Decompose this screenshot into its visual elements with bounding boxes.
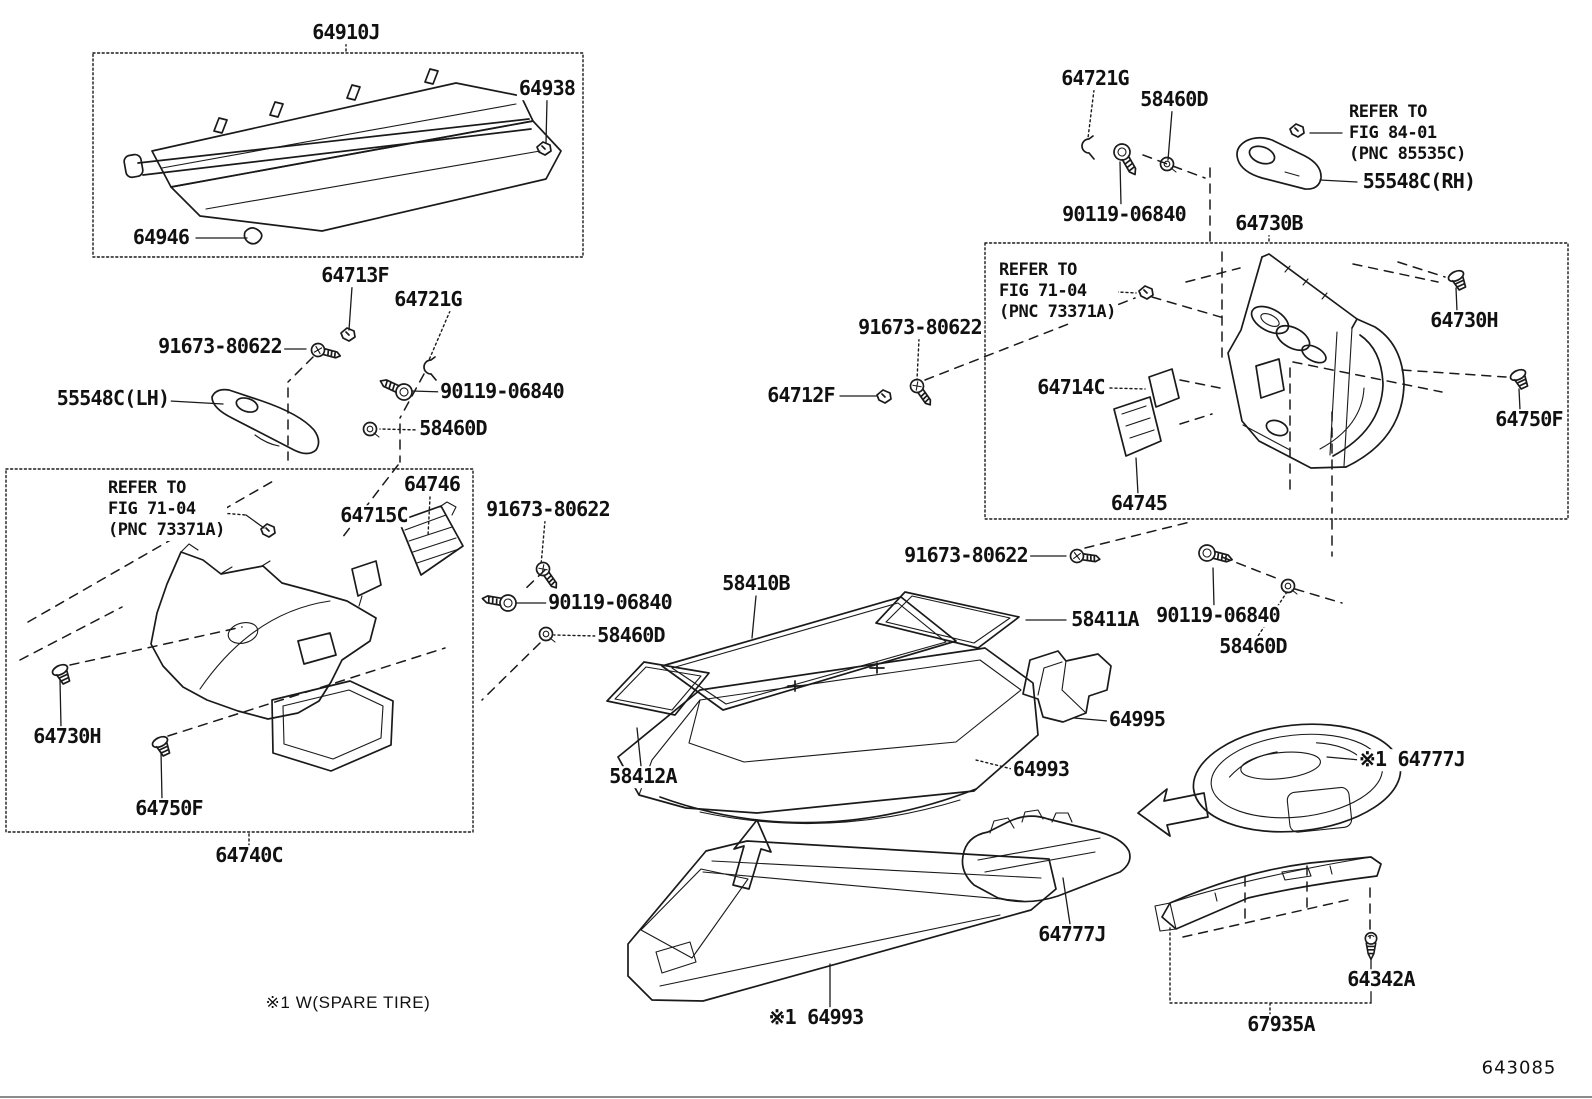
part-label-64740C: 64740C <box>213 843 285 868</box>
part-label-refer-fig84: REFER TO FIG 84-01 (PNC 85535C) <box>1347 102 1468 166</box>
part-label-64746: 64746 <box>401 472 463 497</box>
part-label-55548C-LH: 55548C(LH) <box>54 386 172 411</box>
box-package-tray-assembly <box>92 52 584 258</box>
direction-arrow-up-icon <box>732 819 772 890</box>
part-label-64721G-right: 64721G <box>1059 66 1131 91</box>
drawing-striker-cover-rh <box>1236 136 1322 190</box>
part-label-90119-06840-left-upper: 90119-06840 <box>438 379 566 404</box>
drawing-quarter-trim-lh <box>150 543 394 772</box>
part-label-64730H-right: 64730H <box>1428 308 1500 333</box>
part-label-58460D-center: 58460D <box>595 623 667 648</box>
drawing-deck-board-58412A <box>606 661 710 716</box>
part-label-58460D-top-right: 58460D <box>1138 87 1210 112</box>
leader-lines <box>59 99 1521 1008</box>
part-label-refer-fig71-left: REFER TO FIG 71-04 (PNC 73371A) <box>106 478 227 542</box>
drawing-plate-64714C <box>1148 368 1180 408</box>
part-label-64730B: 64730B <box>1233 211 1305 236</box>
part-label-64745: 64745 <box>1108 491 1170 516</box>
part-label-64730H-left: 64730H <box>31 724 103 749</box>
drawing-deck-tray-lower <box>627 840 1057 1002</box>
part-label-91673-80622-left-upper: 91673-80622 <box>156 334 284 359</box>
box-quarter-trim-rh-assembly <box>984 242 1569 520</box>
drawing-quarter-trim-rh <box>1227 253 1405 469</box>
clip-64946-icon <box>243 227 263 245</box>
part-label-91673-80622-bottom: 91673-80622 <box>902 543 1030 568</box>
drawing-striker-cover-lh <box>211 388 320 455</box>
part-label-64714C: 64714C <box>1035 375 1107 400</box>
part-label-58412A: 58412A <box>607 764 679 789</box>
part-label-91673-80622-right-box: 91673-80622 <box>856 315 984 340</box>
drawing-bracket-64995 <box>1022 650 1112 723</box>
part-label-spare-tire-note: ※1 W(SPARE TIRE) <box>263 992 433 1013</box>
part-label-64993-lower: ※1 64993 <box>766 1005 866 1030</box>
part-label-90119-06840-bottom: 90119-06840 <box>1154 603 1282 628</box>
part-label-64713F: 64713F <box>319 263 391 288</box>
drawing-plate-64745 <box>1113 396 1162 457</box>
part-label-64910J: 64910J <box>310 20 382 45</box>
part-label-64777J-spare: ※1 64777J <box>1357 747 1467 772</box>
part-label-64750F-left: 64750F <box>133 796 205 821</box>
part-label-58460D-left-upper: 58460D <box>417 416 489 441</box>
part-label-58410B: 58410B <box>720 571 792 596</box>
part-label-64721G-left: 64721G <box>392 287 464 312</box>
part-label-64995: 64995 <box>1106 707 1168 732</box>
part-label-refer-fig71-right: REFER TO FIG 71-04 (PNC 73371A) <box>997 260 1118 324</box>
drawing-deck-tray-upper <box>617 647 1039 825</box>
part-label-58460D-bottom: 58460D <box>1217 634 1289 659</box>
drawing-vent-64746 <box>398 501 464 576</box>
drawing-deck-board-58410B <box>661 596 957 711</box>
part-label-drawing-number: 643085 <box>1479 1057 1559 1079</box>
direction-arrow-left-icon <box>1137 788 1209 837</box>
part-label-64777J-lower: 64777J <box>1036 922 1108 947</box>
part-label-90119-06840-center: 90119-06840 <box>546 590 674 615</box>
part-label-55548C-RH: 55548C(RH) <box>1360 169 1478 194</box>
dashed-construction-lines <box>19 154 1507 939</box>
drawing-deck-board-58411A <box>875 591 1020 649</box>
part-label-64946: 64946 <box>130 225 192 250</box>
part-label-64938: 64938 <box>516 76 578 101</box>
part-label-64715C: 64715C <box>338 503 410 528</box>
drawing-package-tray <box>123 68 562 245</box>
box-quarter-trim-lh-assembly <box>5 468 474 833</box>
part-label-90119-06840-top-right: 90119-06840 <box>1060 202 1188 227</box>
part-label-64993-upper: 64993 <box>1010 757 1072 782</box>
part-label-64712F: 64712F <box>765 383 837 408</box>
part-label-64750F-right: 64750F <box>1493 407 1565 432</box>
drawing-sill-trim-67935A <box>1154 856 1382 932</box>
part-label-67935A: 67935A <box>1245 1012 1317 1037</box>
part-label-64342A: 64342A <box>1345 967 1417 992</box>
part-label-91673-80622-left-box: 91673-80622 <box>484 497 612 522</box>
drawing-bracket-64715C <box>351 560 382 607</box>
part-label-58411A: 58411A <box>1069 607 1141 632</box>
